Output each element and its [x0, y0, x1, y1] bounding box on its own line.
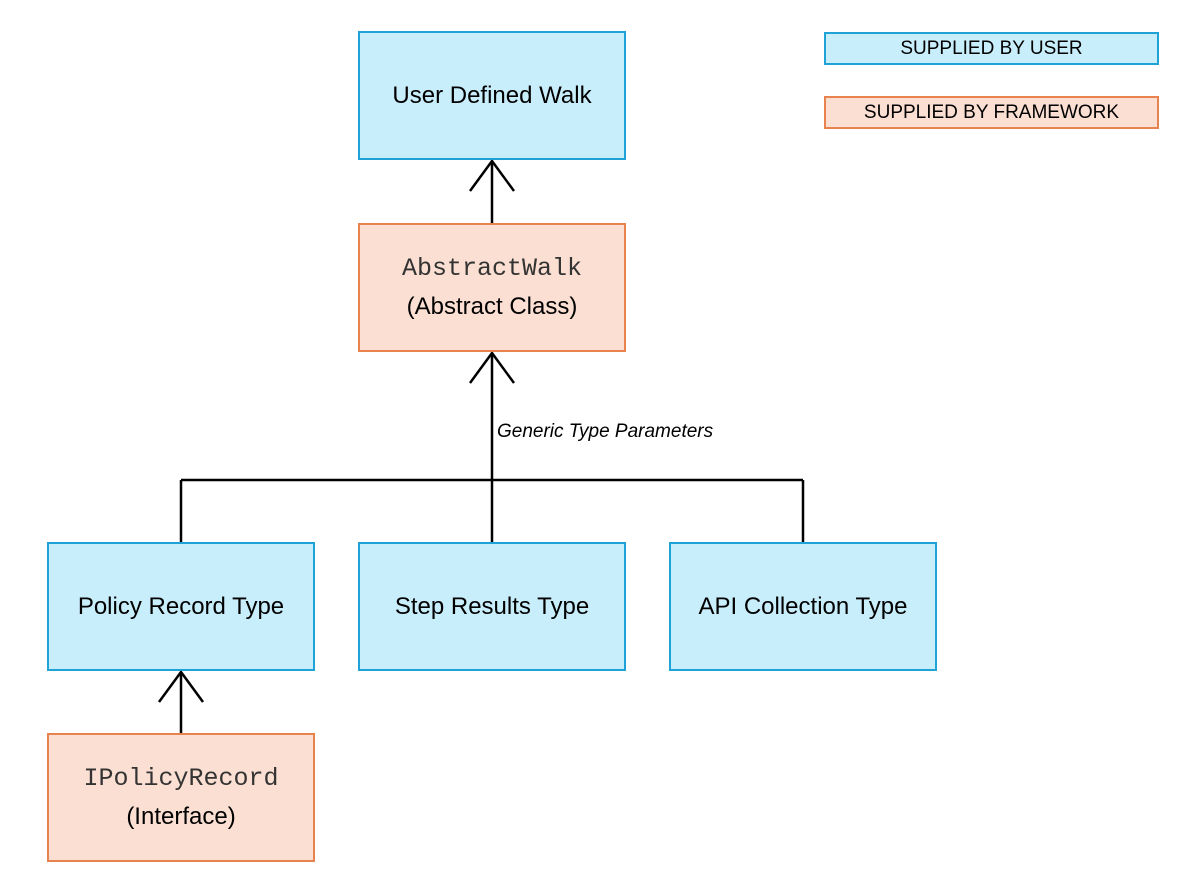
node-ipolicy-record: IPolicyRecord (Interface): [47, 733, 315, 862]
node-user-defined-walk-label: User Defined Walk: [392, 81, 592, 109]
node-api-collection-type-label: API Collection Type: [698, 592, 908, 620]
arrowhead-abstractwalk: [468, 350, 516, 384]
node-policy-record-type-label: Policy Record Type: [77, 592, 285, 620]
arrowhead-userwalk: [468, 158, 516, 192]
node-abstract-walk: AbstractWalk (Abstract Class): [358, 223, 626, 352]
node-step-results-type-label: Step Results Type: [394, 592, 590, 620]
node-step-results-type: Step Results Type: [358, 542, 626, 671]
node-policy-record-type: Policy Record Type: [47, 542, 315, 671]
node-api-collection-type: API Collection Type: [669, 542, 937, 671]
generic-type-parameters-annotation: Generic Type Parameters: [497, 421, 714, 442]
node-ipolicy-record-label: (Interface): [126, 802, 236, 830]
node-user-defined-walk: User Defined Walk: [358, 31, 626, 160]
legend-user: SUPPLIED BY USER: [824, 32, 1159, 65]
node-ipolicy-record-code: IPolicyRecord: [83, 763, 279, 793]
arrowhead-policy: [157, 669, 205, 703]
legend-user-label: SUPPLIED BY USER: [900, 37, 1083, 59]
node-abstract-walk-label: (Abstract Class): [406, 292, 578, 320]
legend-framework: SUPPLIED BY FRAMEWORK: [824, 96, 1159, 129]
node-abstract-walk-code: AbstractWalk: [401, 253, 583, 283]
legend-framework-label: SUPPLIED BY FRAMEWORK: [863, 101, 1120, 123]
